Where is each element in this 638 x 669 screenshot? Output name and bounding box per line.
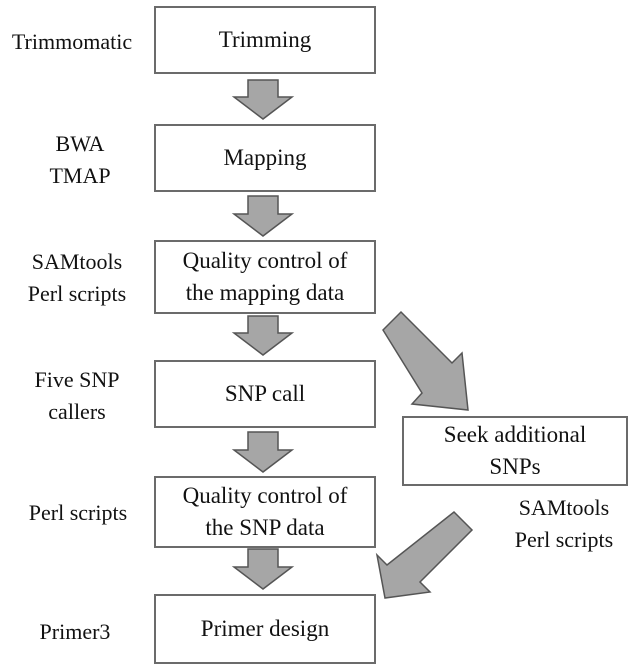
snp-call-box: SNP call bbox=[154, 360, 376, 428]
tool-label-mapping: BWA TMAP bbox=[30, 128, 130, 192]
tool-label-seek-snps-line1: SAMtools bbox=[518, 495, 610, 520]
diagonal-arrow-to-seek-snps bbox=[382, 310, 469, 411]
tool-label-trimming: Trimmomatic bbox=[0, 26, 144, 58]
seek-additional-snps-box: Seek additional SNPs bbox=[402, 416, 628, 486]
down-arrow-3 bbox=[231, 315, 295, 356]
primer-design-box: Primer design bbox=[154, 594, 376, 664]
quality-control-mapping-label-line1: Quality control of bbox=[182, 248, 348, 273]
mapping-box-label: Mapping bbox=[223, 145, 307, 170]
tool-label-snp-call: Five SNP callers bbox=[12, 364, 142, 428]
tool-label-mapping-line2: TMAP bbox=[49, 163, 111, 188]
quality-control-snp-box: Quality control of the SNP data bbox=[154, 476, 376, 548]
quality-control-snp-label-line1: Quality control of bbox=[182, 483, 348, 508]
diagonal-arrow-to-primer-design bbox=[375, 510, 474, 599]
down-arrow-1 bbox=[231, 79, 295, 120]
seek-additional-snps-label-line1: Seek additional bbox=[443, 422, 587, 447]
trimming-box-label: Trimming bbox=[218, 27, 312, 52]
tool-label-primer-design: Primer3 bbox=[10, 616, 140, 648]
down-arrow-5 bbox=[231, 548, 295, 590]
mapping-box: Mapping bbox=[154, 124, 376, 192]
seek-additional-snps-label-line2: SNPs bbox=[489, 454, 541, 479]
tool-label-mapping-line1: BWA bbox=[55, 131, 105, 156]
tool-label-quality-control-mapping: SAMtools Perl scripts bbox=[12, 246, 142, 310]
primer-design-box-label: Primer design bbox=[200, 616, 330, 641]
tool-label-trimming-line1: Trimmomatic bbox=[11, 29, 133, 54]
tool-label-snp-call-line1: Five SNP bbox=[34, 367, 120, 392]
snp-call-box-label: SNP call bbox=[224, 381, 306, 406]
tool-label-qc-mapping-line1: SAMtools bbox=[31, 249, 123, 274]
quality-control-snp-label-line2: the SNP data bbox=[205, 515, 325, 540]
tool-label-seek-snps-line2: Perl scripts bbox=[514, 527, 614, 552]
tool-label-primer-design-line1: Primer3 bbox=[39, 619, 111, 644]
tool-label-quality-control-snp: Perl scripts bbox=[6, 497, 150, 529]
tool-label-seek-additional-snps: SAMtools Perl scripts bbox=[494, 492, 634, 556]
down-arrow-4 bbox=[231, 431, 295, 473]
quality-control-mapping-box: Quality control of the mapping data bbox=[154, 240, 376, 314]
tool-label-qc-snp-line1: Perl scripts bbox=[28, 500, 128, 525]
tool-label-qc-mapping-line2: Perl scripts bbox=[27, 281, 127, 306]
down-arrow-2 bbox=[231, 195, 295, 237]
trimming-box: Trimming bbox=[154, 6, 376, 74]
tool-label-snp-call-line2: callers bbox=[48, 399, 106, 424]
quality-control-mapping-label-line2: the mapping data bbox=[185, 280, 345, 305]
